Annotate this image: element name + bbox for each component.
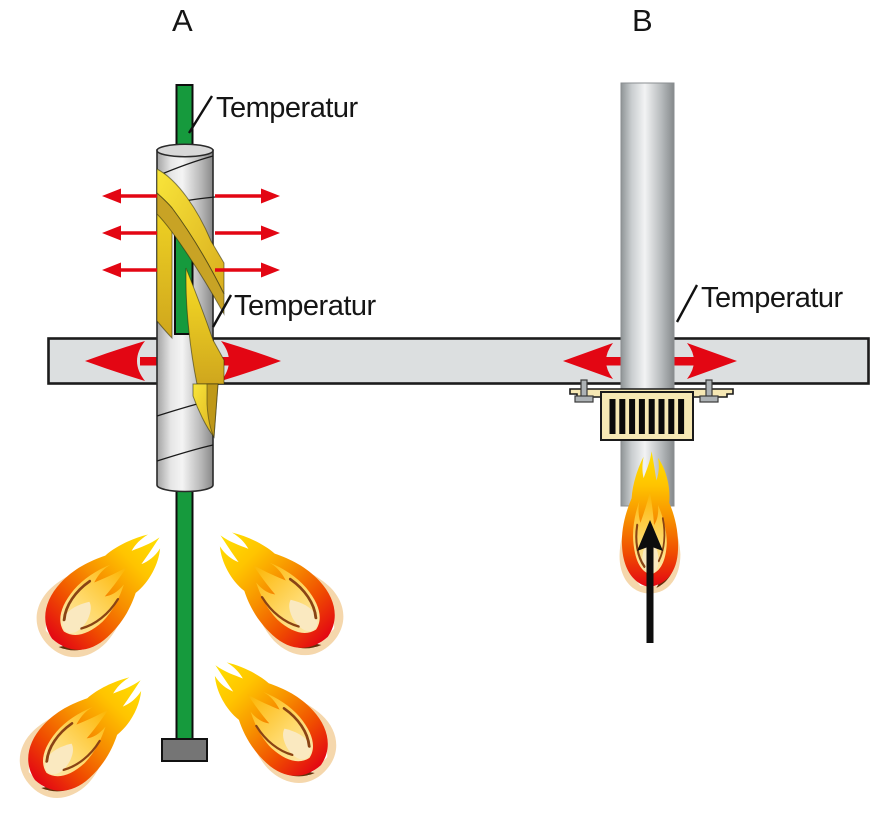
panel-b-label: B [632, 3, 653, 38]
insulation-wrap [156, 168, 225, 385]
expansion-arrow-shaft [605, 357, 635, 366]
temperatur-label-a-top: Temperatur [216, 92, 358, 124]
flame-icon [3, 650, 168, 815]
bolt-icon [574, 379, 719, 403]
pointer-line [675, 284, 699, 323]
expansion-arrow-icon [687, 343, 737, 379]
insulated-sleeve-a [156, 143, 225, 493]
expansion-arrow-icon [563, 343, 613, 379]
pointer-line [211, 294, 233, 328]
insulation-wrap-tail [192, 383, 219, 439]
flame-icon [193, 505, 361, 673]
flame-icon [188, 635, 353, 800]
heat-arrow-icon [215, 225, 280, 241]
panel-a-label: A [172, 3, 193, 38]
heat-arrow-icon [215, 262, 280, 278]
pipe-b [620, 82, 675, 507]
expansion-arrow-icon [85, 341, 145, 381]
heat-arrow-icon [102, 188, 157, 204]
grille-slats [609, 399, 685, 434]
sleeve-top-cap [156, 143, 214, 158]
pointer-line [187, 95, 214, 134]
rod-end-cap [161, 738, 208, 762]
expansion-arrow-icon [221, 341, 281, 381]
expansion-arrow-shaft [662, 357, 694, 366]
airflow-arrow-icon [637, 520, 663, 643]
heat-arrow-icon [102, 262, 157, 278]
fire-flame-b [618, 449, 682, 643]
flame-icon [19, 507, 187, 675]
intumescent-grille-b [569, 379, 734, 441]
temperatur-label-b: Temperatur [701, 282, 843, 314]
slab-expansion-arrows-b [563, 343, 737, 379]
grille-icon [600, 391, 694, 441]
heat-arrow-icon [102, 225, 157, 241]
heat-arrow-icon [215, 188, 280, 204]
radiant-heat-arrows [102, 188, 280, 278]
temperatur-label-a-mid: Temperatur [234, 290, 376, 322]
pointer-lines [187, 95, 699, 328]
